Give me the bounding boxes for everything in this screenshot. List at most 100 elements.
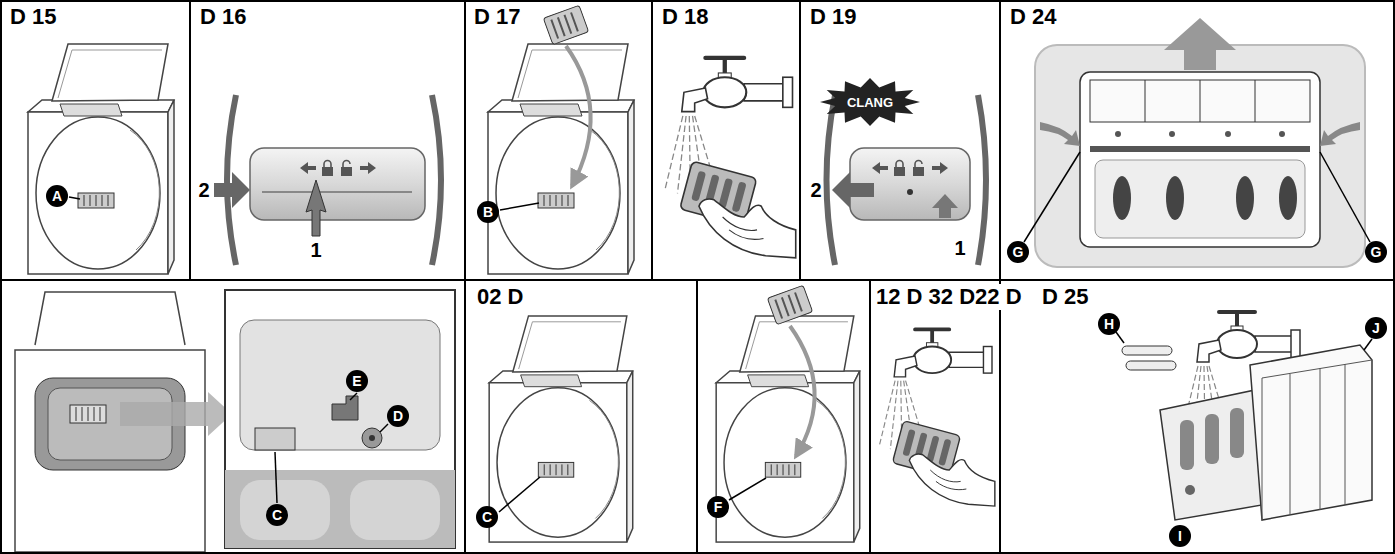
step-number: 2	[198, 179, 209, 201]
washing-machine	[69, 197, 80, 199]
filter-unit	[1040, 122, 1080, 146]
washing-machine	[488, 5, 634, 274]
filter-unit	[1320, 122, 1360, 146]
washing-machine	[28, 44, 174, 274]
filter-parts	[1230, 408, 1244, 458]
filter-unit	[1115, 131, 1121, 137]
top-loader-detail	[362, 428, 382, 448]
callout-letter: I	[1169, 525, 1191, 547]
filter-parts	[1205, 414, 1219, 464]
lock-band	[978, 95, 986, 265]
filter-unit	[1080, 72, 1320, 247]
callout-letter: C	[476, 506, 498, 528]
top-loader-detail	[240, 320, 440, 450]
filter-unit	[1024, 152, 1080, 242]
figure-number: 02 D	[475, 284, 525, 310]
lock-band	[250, 148, 425, 220]
lock-band	[262, 191, 412, 193]
top-loader-detail	[15, 350, 205, 552]
filter-parts	[1126, 361, 1176, 370]
callout-letter: C	[266, 504, 288, 526]
top-loader-detail	[369, 435, 375, 441]
filter-unit	[1090, 80, 1310, 122]
callout-letter: G	[1007, 241, 1029, 263]
filter-parts	[1262, 360, 1372, 520]
filter-parts	[1160, 390, 1262, 520]
filter-unit	[1279, 131, 1285, 137]
washing-machine	[499, 477, 540, 512]
filter-unit	[1090, 146, 1310, 152]
filter-unit	[1113, 176, 1131, 220]
washing-machine	[767, 285, 812, 324]
lock-band	[306, 180, 326, 236]
lock-band	[820, 78, 986, 265]
panel-frame	[651, 0, 653, 280]
top-loader-detail	[225, 470, 455, 548]
top-loader-detail	[225, 290, 455, 548]
washing-machine	[500, 203, 539, 210]
step-number: 1	[954, 237, 965, 259]
panel-frame	[189, 0, 191, 280]
figure-number: 12 D 32 D22 D	[874, 284, 1024, 310]
panel-frame	[464, 0, 466, 554]
panel-frame	[799, 0, 801, 280]
washing-machine	[543, 5, 588, 44]
washing-machine	[543, 5, 588, 44]
figure-number: D 17	[472, 4, 522, 30]
tap-washing-filter	[665, 58, 796, 258]
washing-machine	[489, 316, 633, 542]
lock-band	[832, 172, 874, 208]
washing-machine	[488, 44, 634, 274]
top-loader-detail	[275, 452, 277, 503]
top-loader-detail	[255, 428, 295, 450]
top-loader-detail	[332, 396, 358, 420]
lock-band	[820, 78, 920, 126]
filter-unit	[1095, 160, 1305, 238]
figure-number: D 15	[8, 4, 58, 30]
figure-number: D 19	[808, 4, 858, 30]
step-number: 2	[810, 179, 821, 201]
filter-unit	[1145, 80, 1255, 122]
filter-parts	[1122, 346, 1172, 355]
filter-unit	[1169, 131, 1175, 137]
lock-band	[214, 95, 441, 265]
lock-band	[214, 172, 250, 208]
callout-letter: E	[346, 370, 368, 392]
callout-letter: H	[1098, 313, 1120, 335]
washing-machine	[566, 46, 591, 186]
filter-unit	[1164, 18, 1236, 70]
lock-band	[300, 161, 376, 177]
top-loader-detail	[240, 480, 330, 540]
panel-frame	[696, 280, 698, 554]
figure-number: D 18	[660, 4, 710, 30]
filter-parts	[1185, 485, 1195, 495]
sound-effect: CLANG	[847, 95, 893, 110]
top-loader-detail	[15, 290, 455, 552]
washing-machine	[716, 285, 860, 542]
callout-letter: D	[387, 405, 409, 427]
filter-parts	[1250, 345, 1372, 520]
top-loader-detail	[350, 393, 357, 400]
callout-letter: G	[1365, 241, 1387, 263]
filter-unit	[1166, 176, 1184, 220]
washing-machine	[729, 478, 766, 500]
panel-frame	[999, 0, 1001, 554]
filter-parts	[1180, 420, 1194, 470]
lock-band	[907, 189, 913, 195]
top-loader-detail	[35, 292, 185, 345]
filter-unit	[1236, 176, 1254, 220]
filter-parts	[1364, 339, 1372, 350]
top-loader-detail	[76, 407, 100, 421]
washing-machine	[790, 326, 815, 456]
filter-unit	[1024, 18, 1370, 267]
lock-band	[432, 95, 441, 265]
washing-machine	[767, 285, 812, 324]
filter-unit	[1279, 176, 1297, 220]
top-loader-detail	[380, 424, 388, 432]
washing-machine	[716, 316, 860, 542]
top-loader-detail	[350, 480, 440, 540]
